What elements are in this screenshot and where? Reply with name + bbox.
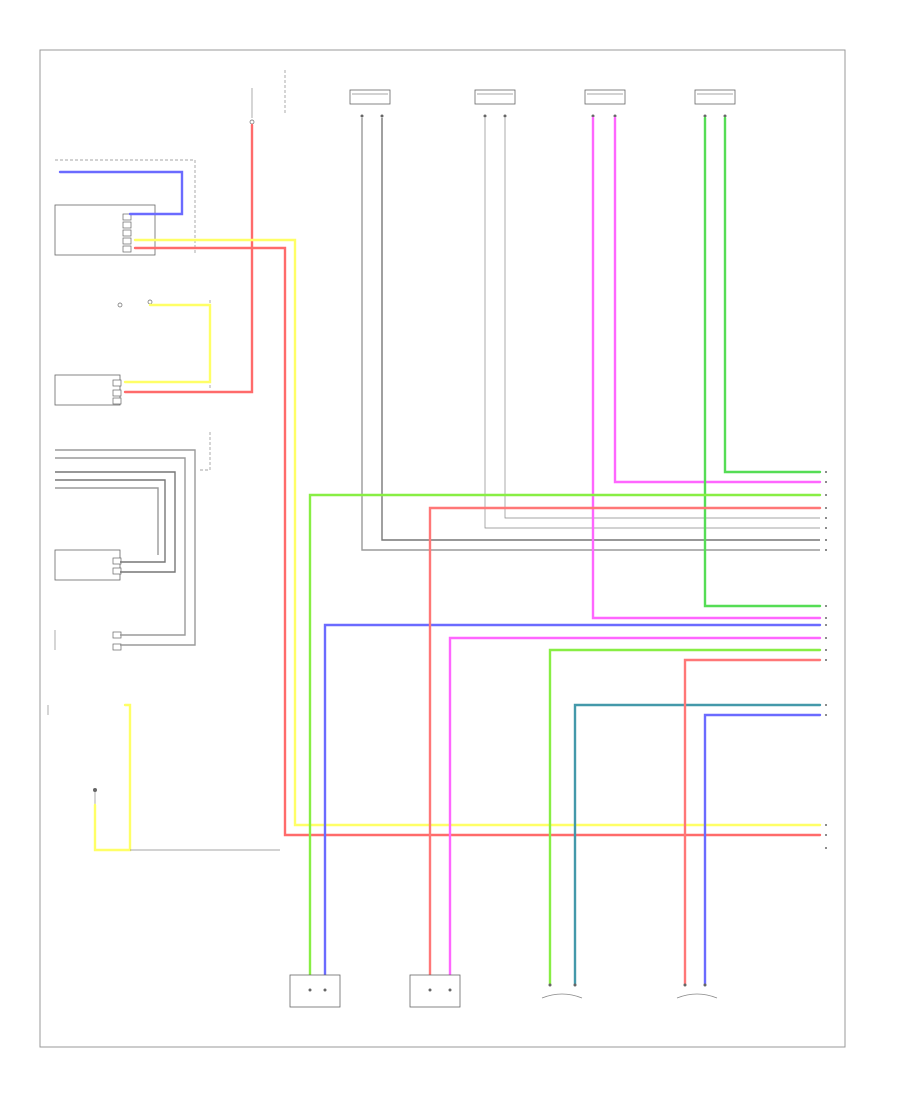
power-feed-red	[123, 123, 822, 837]
right-connector-pins	[825, 471, 827, 849]
top-speaker-3	[584, 89, 626, 118]
diagram-border	[39, 49, 846, 1048]
amp-unit	[117, 299, 211, 390]
ground-point	[93, 788, 97, 805]
radio-blue-wire	[58, 170, 184, 216]
speaker-2-wires	[484, 118, 820, 529]
switch-unit	[54, 549, 122, 581]
fuse-block	[249, 70, 286, 125]
top-speaker-4	[694, 89, 736, 118]
power-feed-yellow	[93, 238, 822, 852]
top-speaker-1	[349, 89, 391, 118]
left-gray-harness	[55, 430, 211, 646]
bottom-speaker-3	[541, 983, 583, 999]
bottom-speaker-2	[409, 974, 461, 1008]
bottom-speaker-1-wires	[308, 493, 822, 982]
top-speaker-2	[474, 89, 516, 118]
bottom-speaker-4	[676, 983, 718, 999]
bottom-speaker-4-wires	[683, 658, 822, 987]
speaker-1-wires	[361, 118, 820, 551]
bottom-speaker-3-wires	[548, 648, 822, 987]
antenna-module	[54, 630, 122, 651]
speaker-3-wires	[591, 116, 822, 620]
speaker-4-wires	[703, 116, 822, 608]
control-unit	[54, 374, 122, 406]
bottom-speaker-1	[289, 974, 341, 1008]
bottom-speaker-2-wires	[428, 506, 822, 982]
